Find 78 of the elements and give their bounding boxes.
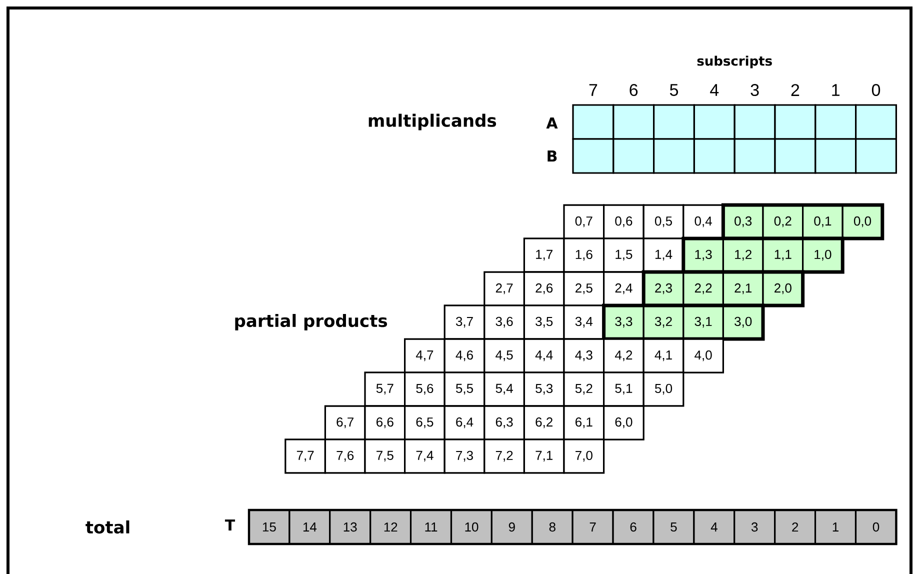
table-cell: 3,7 [444, 304, 486, 340]
column-number: 7 [589, 84, 598, 96]
row-letter: A [546, 118, 558, 128]
table-cell: 4 [693, 509, 736, 545]
table-cell: 2 [774, 509, 816, 545]
table-cell: 6,5 [404, 405, 446, 440]
table-cell: 5,5 [444, 372, 486, 407]
table-cell: 9 [490, 509, 533, 545]
table-cell: 8 [531, 509, 574, 545]
table-cell: 2,6 [523, 271, 565, 306]
table-cell: 7,6 [324, 438, 366, 474]
table-cell: 2,5 [563, 271, 605, 306]
column-number: 1 [832, 84, 840, 96]
table-cell: 5,1 [603, 372, 644, 407]
table-cell: 0,4 [682, 204, 724, 240]
row-heading: total [86, 520, 130, 534]
table-cell: 6,1 [563, 405, 605, 440]
table-cell: 1 [814, 509, 857, 545]
table-cell: 7,5 [364, 438, 406, 474]
column-number: 4 [710, 84, 719, 96]
table-cell: 1,4 [642, 238, 684, 273]
table-cell: 4,0 [682, 338, 724, 374]
table-cell: 10 [450, 509, 493, 545]
table-cell: 0,6 [603, 204, 644, 240]
table-cell: 3,5 [523, 304, 565, 340]
column-number: 3 [750, 84, 759, 96]
table-cell: 5,6 [404, 372, 446, 407]
table-cell: 6,3 [484, 405, 525, 440]
table-cell: 7,2 [484, 438, 525, 474]
table-cell: 1,7 [523, 238, 565, 273]
table-cell: 7,4 [404, 438, 446, 474]
table-cell: 14 [288, 509, 331, 545]
table-cell: 4,3 [563, 338, 605, 374]
table-cell: 5,3 [523, 372, 565, 407]
table-cell: 3 [734, 509, 776, 545]
table-cell: 12 [370, 509, 412, 545]
table-cell: 0,7 [563, 204, 605, 240]
table-cell: 13 [329, 509, 372, 545]
table-cell: 6,0 [603, 405, 644, 440]
table-cell: 3,6 [484, 304, 525, 340]
table-cell: 4,6 [444, 338, 486, 374]
table-cell: 3,4 [563, 304, 605, 340]
column-number: 6 [630, 84, 638, 96]
table-cell: 2,7 [484, 271, 525, 306]
table-cell: 7,3 [444, 438, 486, 474]
table-cell: 6,2 [523, 405, 565, 440]
row-heading: partial products [235, 314, 388, 330]
table-cell: 6,4 [444, 405, 486, 440]
table-cell: 4,7 [404, 338, 446, 374]
table-cell: 7,0 [563, 438, 605, 474]
heading: subscripts [697, 56, 772, 68]
table-cell: 6 [612, 509, 654, 545]
table-cell: 0,5 [642, 204, 684, 240]
table-cell: 4,5 [484, 338, 525, 374]
row-letter: T [224, 520, 236, 530]
column-number: 0 [872, 84, 880, 96]
table-cell: 6,7 [324, 405, 366, 440]
table-cell: 5,7 [364, 372, 406, 407]
table-cell: 7,7 [284, 438, 326, 474]
table-cell: 5 [652, 509, 695, 545]
table-cell: 11 [410, 509, 452, 545]
table-cell: 1,5 [603, 238, 644, 273]
table-cell: 5,4 [484, 372, 525, 407]
row-heading: multiplicands [368, 114, 496, 130]
table-cell: 7,1 [523, 438, 565, 474]
table-cell: 6,6 [364, 405, 406, 440]
column-number: 2 [791, 84, 800, 96]
table-cell: 0 [854, 509, 898, 545]
table-cell: 4,4 [523, 338, 565, 374]
table-cell: 5,0 [642, 372, 684, 407]
column-number: 5 [670, 84, 678, 96]
row-letter: B [548, 150, 557, 162]
table-cell: 2,4 [603, 271, 644, 306]
table-cell: 7 [572, 509, 614, 545]
table-cell: 4,2 [603, 338, 644, 374]
table-cell: 1,6 [563, 238, 605, 273]
table-cell: 5,2 [563, 372, 605, 407]
table-cell: 4,1 [642, 338, 684, 374]
